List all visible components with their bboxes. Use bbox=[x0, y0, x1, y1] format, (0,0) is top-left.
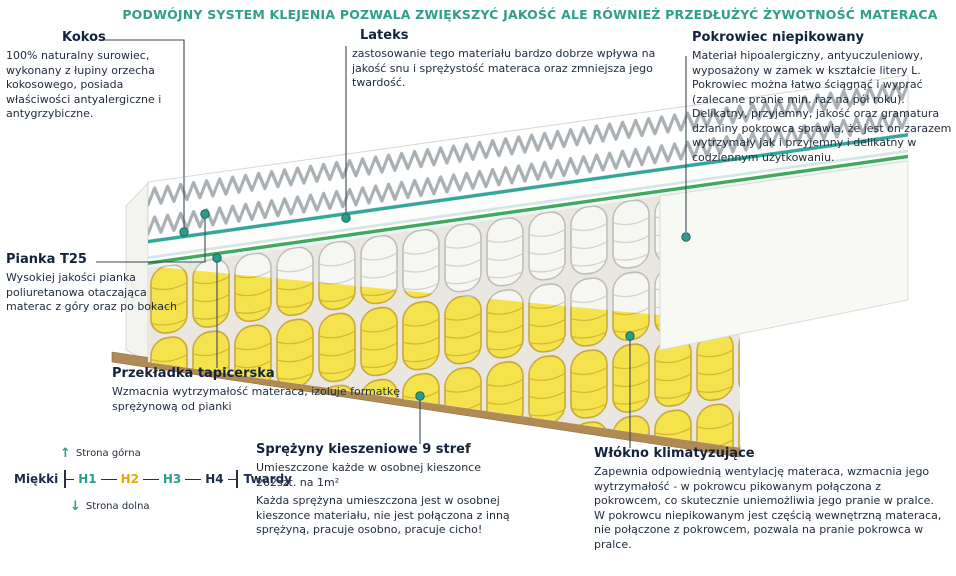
callout-pokrowiec-text: Materiał hipoalergiczny, antyuczuleniowy… bbox=[692, 49, 952, 164]
hardness-scale: ↑ Strona górna Miękki H1 H2 H3 H4 Twardy… bbox=[14, 447, 292, 513]
callout-lateks-title: Lateks bbox=[360, 28, 409, 43]
callout-sprezyny: Sprężyny kieszeniowe 9 stref Umieszczone… bbox=[256, 442, 514, 542]
top-side-label: Strona górna bbox=[75, 448, 141, 459]
hard-label: Twardy bbox=[243, 472, 292, 486]
callout-wlokno: Włókno klimatyzujące Zapewnia odpowiedni… bbox=[594, 446, 946, 552]
top-side-row: ↑ Strona górna bbox=[60, 447, 292, 460]
soft-label: Miękki bbox=[14, 472, 59, 486]
callout-pianka-text: Wysokiej jakości pianka poliuretanowa ot… bbox=[6, 271, 177, 314]
connector-kokos bbox=[104, 39, 185, 228]
hardness-level-h2: H2 bbox=[116, 470, 143, 488]
callout-kokos: Kokos 100% naturalny surowiec, wykonany … bbox=[6, 30, 188, 122]
hardness-track: H1 H2 H3 H4 bbox=[64, 470, 238, 488]
hardness-track-row: Miękki H1 H2 H3 H4 Twardy bbox=[14, 470, 292, 488]
callout-sprezyny-title: Sprężyny kieszeniowe 9 stref bbox=[256, 442, 471, 457]
hardness-level-h1: H1 bbox=[74, 470, 101, 488]
dot-kokos bbox=[179, 227, 189, 237]
callout-lateks-text: zastosowanie tego materiału bardzo dobrz… bbox=[352, 47, 656, 90]
bottom-side-row: ↓ Strona dolna bbox=[70, 500, 292, 513]
callout-pokrowiec-title: Pokrowiec niepikowany bbox=[692, 30, 864, 45]
callout-przekladka-title: Przekładka tapicerska bbox=[112, 366, 275, 381]
connector-lines bbox=[96, 39, 687, 448]
connector-dots bbox=[179, 209, 691, 401]
hardness-level-h3: H3 bbox=[158, 470, 186, 488]
dot-przekladka bbox=[212, 253, 222, 263]
connector-pianka bbox=[96, 218, 206, 263]
bottom-side-label: Strona dolna bbox=[85, 501, 150, 512]
dot-lateks bbox=[341, 213, 351, 223]
cover-skirt bbox=[659, 160, 909, 351]
dot-sprezyny bbox=[415, 391, 425, 401]
callout-sprezyny-text1: Umieszczone każde w osobnej kieszonce 26… bbox=[256, 461, 481, 489]
dot-pianka bbox=[200, 209, 210, 219]
arrow-down-icon: ↓ bbox=[70, 499, 81, 514]
arrow-up-icon: ↑ bbox=[60, 446, 71, 461]
callout-pianka: Pianka T25 Wysokiej jakości pianka poliu… bbox=[6, 252, 178, 315]
przekladka-layer-line bbox=[148, 154, 908, 265]
callout-pianka-title: Pianka T25 bbox=[6, 252, 87, 267]
callout-przekladka: Przekładka tapicerska Wzmacnia wytrzymał… bbox=[112, 366, 404, 414]
callout-wlokno-text: Zapewnia odpowiednią wentylację materaca… bbox=[594, 465, 942, 551]
springs-yellow bbox=[148, 266, 740, 448]
dot-wlokno bbox=[625, 331, 635, 341]
callout-lateks: Lateks zastosowanie tego materiału bardz… bbox=[352, 28, 670, 91]
kokos-layer-line bbox=[148, 133, 908, 244]
hardness-level-h4: H4 bbox=[201, 470, 228, 488]
callout-wlokno-title: Włókno klimatyzujące bbox=[594, 446, 755, 461]
dot-pokrowiec bbox=[681, 232, 691, 242]
callout-przekladka-text: Wzmacnia wytrzymałość materaca, izoluje … bbox=[112, 385, 400, 413]
callout-kokos-text: 100% naturalny surowiec, wykonany z łupi… bbox=[6, 49, 162, 121]
callout-sprezyny-text2: Każda sprężyna umieszczona jest w osobne… bbox=[256, 494, 510, 537]
callout-pokrowiec: Pokrowiec niepikowany Materiał hipoalerg… bbox=[692, 30, 954, 165]
page-title: PODWÓJNY SYSTEM KLEJENIA POZWALA ZWIĘKSZ… bbox=[122, 7, 938, 22]
callout-kokos-title: Kokos bbox=[62, 30, 106, 45]
top-layers bbox=[147, 74, 909, 268]
